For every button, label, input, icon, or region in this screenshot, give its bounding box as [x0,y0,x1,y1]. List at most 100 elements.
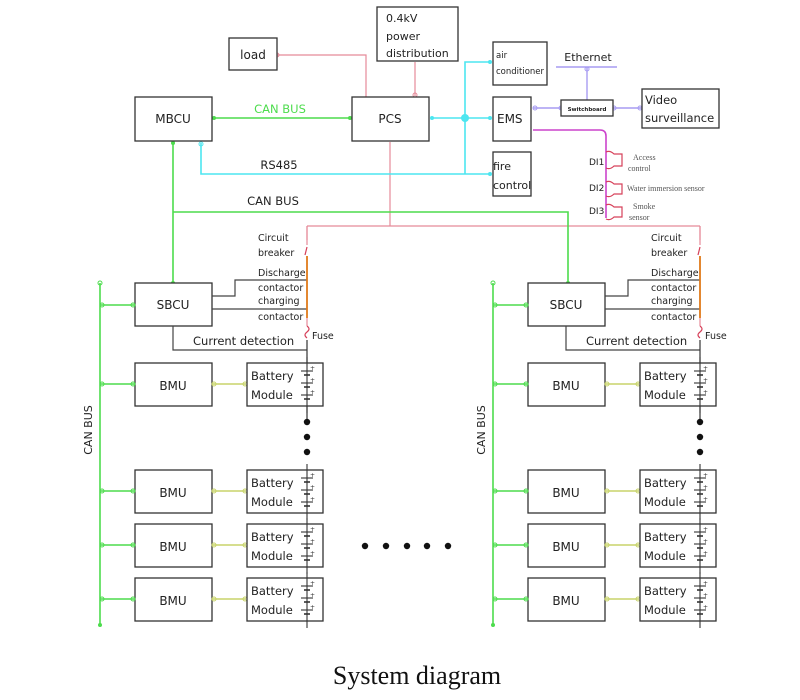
ellipsis-dot [696,448,704,456]
battery-module-label-1: Battery [644,476,687,490]
rs485-lines [198,60,492,176]
bmu-node[interactable]: BMU [527,469,606,514]
ellipsis-dot [303,433,311,441]
battery-module-label-2: Module [251,388,293,402]
switchboard-node[interactable]: Switchboard [560,99,614,117]
ems-label: EMS [497,112,523,126]
di3-id: DI3 [589,207,604,217]
circuit-breaker-label-2: breaker [258,248,294,259]
mbcu-node[interactable]: MBCU [134,96,213,142]
power-distribution-line2: power [386,30,420,43]
video-line1: Video [645,93,677,107]
air-conditioner-node[interactable]: air conditioner [492,41,548,86]
switchboard-label: Switchboard [568,107,607,113]
di2-label: Water immersion sensor [627,184,705,193]
battery-module-label-2: Module [644,495,686,509]
battery-module-label-1: Battery [644,530,687,544]
bmu-label: BMU [159,594,186,608]
ellipsis-dot [696,418,704,426]
battery-cells-icon: +++ [694,572,708,628]
svg-text:+: + [703,389,708,396]
load-node[interactable]: load [228,37,278,71]
di3-label-line2: sensor [629,213,650,222]
battery-cells-icon: + + + [694,464,708,520]
battery-module-label-1: Battery [251,584,294,598]
fire-control-node[interactable]: fire control [492,151,532,197]
can-bus-top-lines [171,116,570,285]
video-surveillance-node[interactable]: Video surveillance [641,88,720,129]
svg-text:+: + [703,550,708,557]
more-clusters-ellipsis [361,542,452,550]
current-detection-label: Current detection [193,334,294,348]
svg-text:+: + [703,496,708,503]
sbcu-node[interactable]: SBCU [527,282,606,327]
battery-module-label-1: Battery [251,530,294,544]
bmu-node[interactable]: BMU [134,362,213,407]
battery-module-label-1: Battery [251,369,294,383]
circuit-breaker-label-2: breaker [651,248,687,259]
di3-label-line1: Smoke [633,202,656,211]
svg-text:+: + [310,604,315,611]
bmu-node[interactable]: BMU [527,523,606,568]
bmu-node[interactable]: BMU [527,577,606,622]
diagram-title: System diagram [333,661,501,690]
mbcu-label: MBCU [155,112,191,126]
can-bus-vertical-label: CAN BUS [82,405,95,455]
bmu-node[interactable]: BMU [134,469,213,514]
bmu-node[interactable]: BMU [527,362,606,407]
svg-text:+: + [310,538,315,545]
battery-module-label-2: Module [251,549,293,563]
battery-cells-icon: +++ [301,464,315,520]
di2-id: DI2 [589,184,604,194]
svg-text:+: + [703,472,708,479]
sbcu-node[interactable]: SBCU [134,282,213,327]
battery-module-label-1: Battery [251,476,294,490]
load-label: load [240,48,266,62]
ems-node[interactable]: EMS [492,96,532,142]
rs485-label: RS485 [260,158,297,172]
di1-id: DI1 [589,158,604,168]
battery-cells-icon: +++ [301,572,315,628]
battery-module-label-2: Module [644,603,686,617]
fuse-label: Fuse [705,331,727,342]
battery-module-label-2: Module [251,495,293,509]
svg-text:+: + [703,538,708,545]
cluster-right: CAN BUSSBCUCircuitbreakerDischargecontac… [475,226,727,628]
bmu-node[interactable]: BMU [134,523,213,568]
circuit-breaker-label-1: Circuit [258,233,289,244]
discharge-contactor-label-1: Discharge [258,268,306,279]
air-conditioner-line1: air [496,51,508,61]
battery-cells-icon: +++ [694,357,708,413]
svg-text:+: + [310,365,315,372]
svg-text:+: + [310,580,315,587]
svg-text:+: + [703,365,708,372]
power-distribution-node[interactable]: 0.4kV power distribution [376,6,459,62]
bmu-label: BMU [552,379,579,393]
power-distribution-line1: 0.4kV [386,12,418,25]
battery-clusters: CAN BUSSBCUCircuitbreakerDischargecontac… [82,226,727,628]
bmu-label: BMU [552,540,579,554]
svg-text:+: + [703,484,708,491]
bmu-node[interactable]: BMU [134,577,213,622]
charging-contactor-label-1: charging [651,296,693,307]
svg-text:+: + [310,484,315,491]
ethernet-label: Ethernet [564,51,612,64]
pcs-node[interactable]: PCS [351,96,430,142]
svg-text:+: + [703,592,708,599]
